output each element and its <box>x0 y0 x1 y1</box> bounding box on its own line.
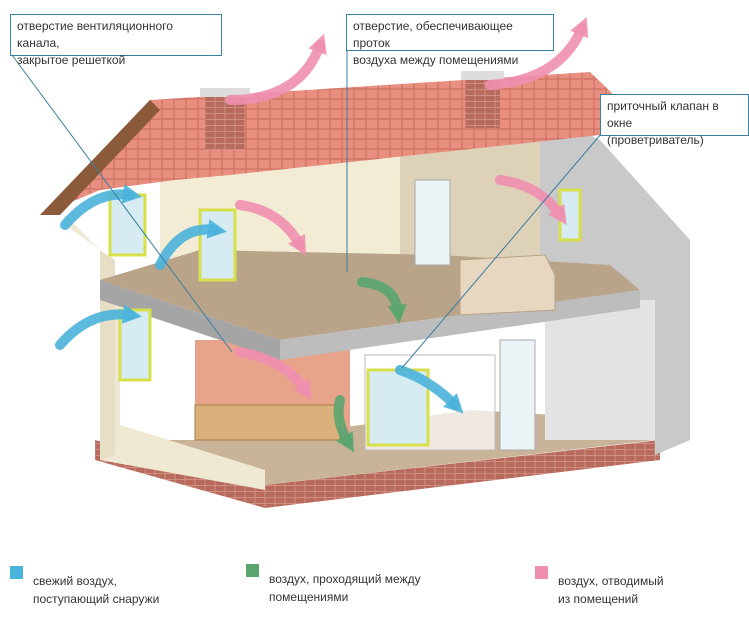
window-upper-left <box>108 193 147 257</box>
legend-swatch-blue <box>10 566 23 579</box>
window-ground-valve <box>366 368 430 447</box>
foundation <box>95 440 660 508</box>
exhaust-air-arrow <box>235 347 312 400</box>
between-rooms-arrow <box>357 277 407 324</box>
fresh-air-arrow <box>60 184 142 230</box>
between-rooms-arrow <box>333 395 355 453</box>
exhaust-air-arrow <box>225 33 327 105</box>
fresh-air-arrow <box>395 365 464 414</box>
exhaust-air-arrow <box>495 175 567 225</box>
window-ground-left <box>118 308 152 382</box>
leader-line-valve <box>401 133 602 369</box>
fresh-air-arrow <box>155 219 227 270</box>
legend-swatch-green <box>246 564 259 577</box>
kitchen-cabinets <box>194 404 341 441</box>
fresh-air-arrow <box>55 304 142 350</box>
exhaust-air-arrow <box>485 16 589 90</box>
leader-line-vent <box>11 54 233 353</box>
legend-swatch-pink <box>535 566 548 579</box>
callout-window-valve: приточный клапан в окне (проветриватель) <box>600 94 749 147</box>
callout-airflow-opening: отверстие, обеспечивающее проток воздуха… <box>346 14 554 67</box>
bathtub <box>459 254 556 316</box>
exhaust-air-arrow <box>235 200 306 256</box>
window-upper-mid <box>198 208 237 282</box>
callout-vent-grille: отверстие вентиляционного канала, закрыт… <box>10 14 222 67</box>
legend-fresh-air: свежий воздух,поступающий снаружи <box>10 566 159 608</box>
